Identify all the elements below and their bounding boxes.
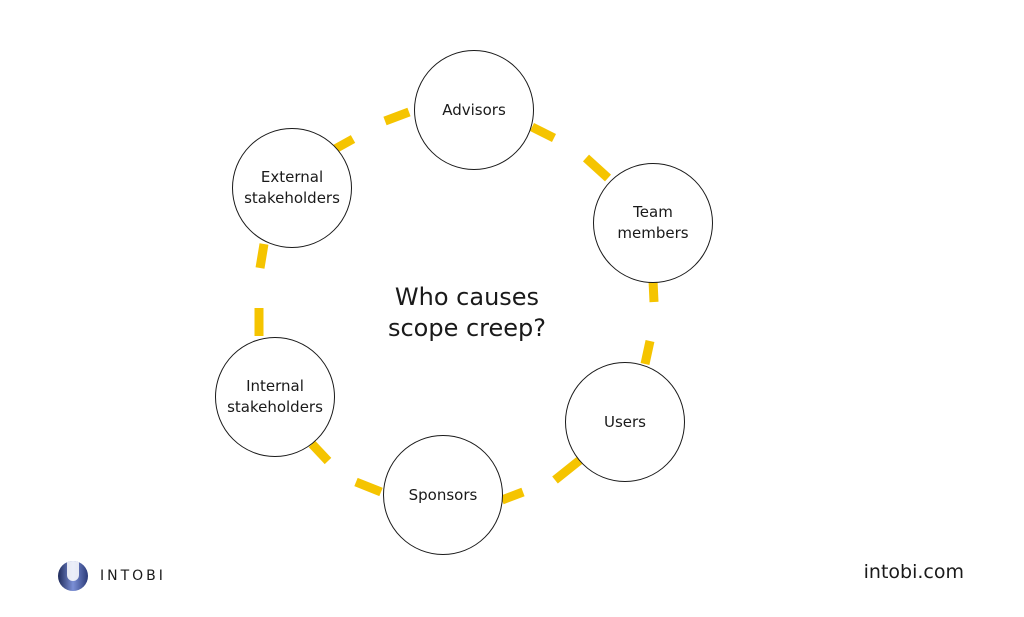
connector-dash <box>648 279 659 303</box>
node-label: Advisors <box>442 100 506 119</box>
brand-logo: INTOBI <box>58 561 166 591</box>
node-advisors: Advisors <box>414 50 534 170</box>
connector-dash <box>308 440 332 465</box>
node-external-stakeholders: External stakeholders <box>232 128 352 248</box>
node-label: Users <box>603 412 646 431</box>
intobi-logo-icon <box>58 561 88 591</box>
node-team-members: Team members <box>593 163 713 283</box>
node-label: members <box>617 224 689 242</box>
connector-dash <box>500 487 525 505</box>
node-label: Team <box>633 203 673 221</box>
node-internal-stakeholders: Internal stakeholders <box>215 337 335 457</box>
connector-dashes <box>254 107 659 505</box>
connector-dash <box>383 107 411 126</box>
node-label: External <box>260 168 324 186</box>
node-sponsors: Sponsors <box>383 435 503 555</box>
node-users: Users <box>565 362 685 482</box>
node-label: stakeholders <box>227 398 323 416</box>
center-question: Who causes scope creep? <box>367 282 567 344</box>
site-url: intobi.com <box>863 561 964 583</box>
brand-name: INTOBI <box>100 568 166 584</box>
connector-dash <box>640 340 655 365</box>
connector-dash <box>529 122 557 143</box>
node-label: Sponsors <box>408 485 478 504</box>
connector-dash <box>582 154 612 182</box>
connector-dash <box>255 243 269 269</box>
connector-dash <box>332 135 356 153</box>
node-label: stakeholders <box>244 189 340 207</box>
center-question-line-1: Who causes <box>394 283 540 311</box>
node-label: Internal <box>246 377 304 395</box>
center-question-line-2: scope creep? <box>387 314 547 342</box>
connector-dash <box>552 456 583 484</box>
connector-dash <box>354 477 383 497</box>
